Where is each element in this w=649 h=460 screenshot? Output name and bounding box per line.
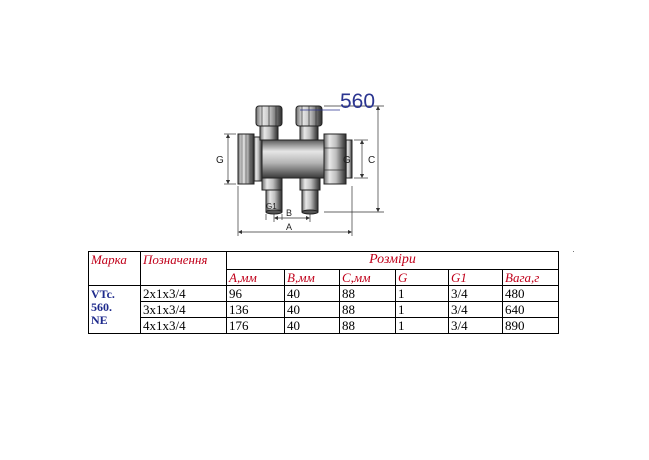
dimension-lines	[224, 105, 384, 236]
valve-head-1	[255, 105, 283, 215]
value-g1-cell: 3/4	[448, 285, 503, 302]
header-col-b: B,мм	[284, 269, 340, 286]
header-col-g: G	[395, 269, 449, 286]
header-col-weight: Вага,г	[501, 269, 560, 286]
value-g1-cell: 3/4	[448, 301, 503, 318]
header-col-g1: G1	[448, 269, 503, 286]
marka-line-1: VTc.	[91, 287, 115, 301]
header-poznachennya: Позначення	[140, 251, 227, 286]
marka-cell: VTc. 560. NE	[88, 285, 141, 334]
table-row: 3x1x3/4 136 40 88 1 3/4 640	[89, 301, 560, 318]
value-g-cell: 1	[395, 317, 449, 334]
value-weight-cell: 890	[501, 317, 560, 334]
manifold-body	[237, 133, 353, 185]
dim-label-c: C	[368, 155, 375, 166]
dim-label-b: B	[286, 208, 292, 218]
table-header-row: Марка Позначення Розміри	[88, 251, 560, 286]
header-marka: Марка	[88, 251, 141, 286]
header-col-a: A,мм	[226, 269, 285, 286]
designation-cell: 2x1x3/4	[140, 285, 227, 302]
value-c-cell: 88	[339, 301, 396, 318]
value-a-cell: 176	[226, 317, 285, 334]
dim-label-g1: G1	[266, 202, 277, 211]
value-c-cell: 88	[339, 285, 396, 302]
table-subheader-row: A,мм B,мм C,мм G G1 Вага,г	[89, 269, 560, 286]
value-weight-cell: 480	[501, 285, 560, 302]
designation-cell: 3x1x3/4	[140, 301, 227, 318]
value-a-cell: 96	[226, 285, 285, 302]
value-g1-cell: 3/4	[448, 317, 503, 334]
value-b-cell: 40	[284, 285, 340, 302]
manifold-technical-drawing: 560 G G C G1 B A	[216, 90, 384, 236]
value-g-cell: 1	[395, 285, 449, 302]
value-weight-cell: 640	[501, 301, 560, 318]
value-g-cell: 1	[395, 301, 449, 318]
stray-dot	[573, 251, 574, 252]
marka-line-3: NE	[91, 313, 108, 327]
valve-head-2	[295, 105, 323, 215]
model-number-label: 560	[340, 90, 375, 113]
header-col-c: C,мм	[339, 269, 396, 286]
table-row: VTc. 560. NE 2x1x3/4 96 40 88 1 3/4 480	[88, 285, 560, 334]
dim-label-a: A	[286, 222, 292, 232]
table-row: 4x1x3/4 176 40 88 1 3/4 890	[89, 317, 560, 334]
dim-label-g-left: G	[216, 155, 224, 166]
value-a-cell: 136	[226, 301, 285, 318]
dim-label-g-right: G	[343, 155, 351, 166]
value-c-cell: 88	[339, 317, 396, 334]
header-rozmiry: Розміри	[225, 251, 560, 270]
value-b-cell: 40	[284, 317, 340, 334]
designation-cell: 4x1x3/4	[140, 317, 227, 334]
marka-line-2: 560.	[91, 300, 112, 314]
spec-table: Марка Позначення Розміри A,мм B,мм C,мм …	[88, 251, 560, 334]
value-b-cell: 40	[284, 301, 340, 318]
